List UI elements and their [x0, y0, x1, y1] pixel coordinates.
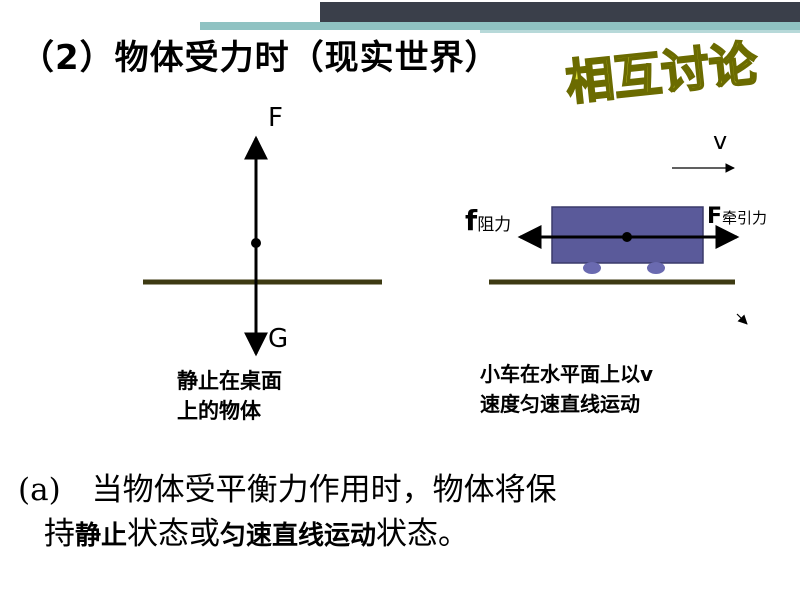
conclusion-end: 状态。	[376, 516, 470, 552]
traction-sub: 牵引力	[722, 209, 768, 227]
friction-sub: 阻力	[477, 215, 512, 235]
conclusion-line1: (a) 当物体受平衡力作用时，物体将保	[18, 472, 557, 508]
small-arrow-mark	[736, 313, 748, 325]
friction-label: f阻力	[465, 204, 511, 237]
left-caption-line2: 上的物体	[177, 399, 261, 423]
header-band	[0, 0, 800, 34]
discussion-badge: 相互讨论	[562, 35, 762, 108]
left-caption: 静止在桌面 上的物体	[177, 366, 282, 426]
traction-label: F牵引力	[707, 204, 767, 229]
traction-symbol: F	[707, 204, 723, 229]
friction-symbol: f	[465, 204, 478, 237]
conclusion-prefix: 持	[44, 516, 75, 552]
conclusion-mid: 状态或	[127, 516, 221, 552]
conclusion-line2: 持静止状态或匀速直线运动状态。	[18, 512, 557, 558]
car-center-dot	[622, 232, 632, 242]
car-wheel-right	[647, 262, 665, 274]
right-caption: 小车在水平面上以v 速度匀速直线运动	[480, 359, 653, 419]
left-caption-line1: 静止在桌面	[177, 369, 282, 393]
force-f-label: F	[268, 103, 283, 133]
velocity-label: v	[713, 127, 728, 155]
slide-title: （2）物体受力时（现实世界）	[20, 38, 500, 78]
conclusion-static: 静止	[75, 521, 128, 551]
right-caption-line2: 速度匀速直线运动	[480, 392, 640, 416]
car-wheel-left	[583, 262, 601, 274]
conclusion-text: (a) 当物体受平衡力作用时，物体将保 持静止状态或匀速直线运动状态。	[18, 468, 557, 558]
left-object-dot	[251, 238, 261, 248]
force-g-label: G	[268, 324, 289, 354]
right-caption-line1: 小车在水平面上以v	[480, 362, 654, 386]
conclusion-uniform-motion: 匀速直线运动	[220, 521, 377, 551]
